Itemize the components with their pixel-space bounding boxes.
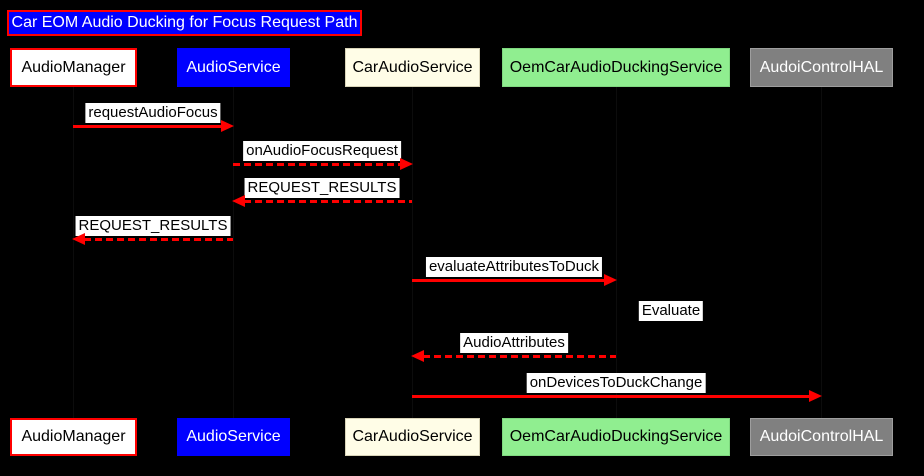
participant-audoicontrolhal-top: AudoiControlHAL	[750, 48, 893, 87]
message-label-onaudiofocusrequest: onAudioFocusRequest	[243, 141, 401, 161]
message-arrow-onaudiofocusrequest	[233, 158, 413, 170]
message-arrow-request-results-1	[232, 195, 412, 207]
message-label-ondevicestoduckchange: onDevicesToDuckChange	[526, 373, 706, 393]
message-label-request-results-2: REQUEST_RESULTS	[75, 216, 231, 236]
lifeline-audiomanager	[73, 87, 74, 418]
message-arrow-audioattributes	[411, 350, 616, 362]
lifeline-audoicontrolhal	[821, 87, 822, 418]
message-arrow-request-results-2	[72, 233, 233, 245]
arrowhead-icon	[72, 233, 85, 245]
lifeline-audioservice	[233, 87, 234, 418]
participant-audoicontrolhal-bottom: AudoiControlHAL	[750, 418, 893, 456]
arrowhead-icon	[604, 274, 617, 286]
lifeline-caraudioservice	[412, 87, 413, 418]
message-label-request-results-1: REQUEST_RESULTS	[244, 178, 400, 198]
arrowhead-icon	[809, 390, 822, 402]
participant-audioservice-bottom: AudioService	[177, 418, 290, 456]
message-label-evaluate-self: Evaluate	[638, 301, 704, 321]
message-arrow-requestaudiofocus	[73, 120, 234, 132]
message-arrow-ondevicestoduckchange	[412, 390, 822, 402]
message-label-evaluateattributestoduck: evaluateAttributesToDuck	[425, 257, 603, 277]
participant-caraudioservice-top: CarAudioService	[345, 48, 480, 87]
arrowhead-icon	[411, 350, 424, 362]
participant-audioservice-top: AudioService	[177, 48, 290, 87]
participant-caraudioservice-bottom: CarAudioService	[345, 418, 480, 456]
participant-oemcaraudioduckingservice-top: OemCarAudioDuckingService	[502, 48, 730, 87]
arrowhead-icon	[221, 120, 234, 132]
arrowhead-icon	[232, 195, 245, 207]
participant-oemcaraudioduckingservice-bottom: OemCarAudioDuckingService	[502, 418, 730, 456]
message-label-requestaudiofocus: requestAudioFocus	[85, 103, 221, 123]
diagram-title: Car EOM Audio Ducking for Focus Request …	[7, 10, 362, 36]
participant-audiomanager-top: AudioManager	[10, 48, 137, 87]
message-label-audioattributes: AudioAttributes	[460, 333, 568, 353]
message-arrow-evaluateattributestoduck	[412, 274, 617, 286]
lifeline-oemcaraudioduckingservice	[616, 87, 617, 418]
arrowhead-icon	[400, 158, 413, 170]
participant-audiomanager-bottom: AudioManager	[10, 418, 137, 456]
